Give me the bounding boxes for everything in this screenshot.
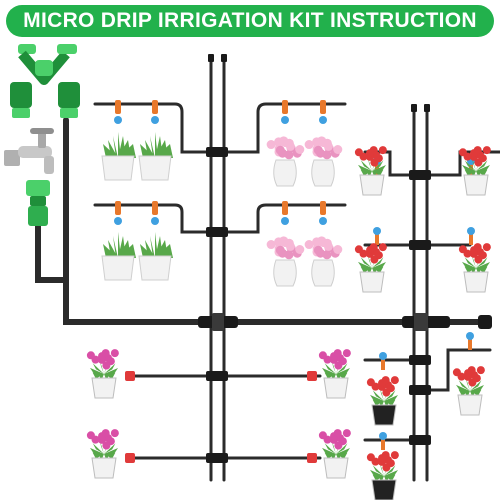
dripper-icon — [281, 100, 289, 124]
dripper-icon — [307, 371, 317, 381]
potted-flower-icon — [458, 243, 491, 293]
potted-succulent-icon — [138, 232, 173, 281]
potted-flower-icon — [86, 429, 119, 479]
y-splitter-valve-icon — [10, 44, 80, 118]
dripper-icon — [151, 201, 159, 225]
potted-succulent-icon — [101, 232, 136, 281]
dripper-icon — [281, 201, 289, 225]
dripper-icon — [151, 100, 159, 124]
dripper-icon — [319, 201, 327, 225]
potted-flower-icon — [452, 366, 485, 416]
supply-tube — [63, 117, 208, 325]
coupler-group — [198, 313, 492, 331]
left-feeder-tube — [35, 222, 69, 283]
tee-connector-icon — [206, 227, 228, 237]
riser-cap-icon — [208, 54, 214, 62]
dripper-group — [114, 100, 475, 463]
vase-hydrangea-icon — [266, 136, 305, 187]
branch-tube-c — [222, 102, 347, 154]
tubing-network — [35, 56, 500, 482]
coupler-left-collar — [212, 313, 224, 331]
tee-connector-icon — [206, 453, 228, 463]
dripper-icon — [114, 100, 122, 124]
potted-flower-icon — [366, 376, 399, 426]
tap-adapter-icon — [26, 180, 50, 226]
dripper-icon — [114, 201, 122, 225]
faucet-icon — [4, 128, 54, 174]
tee-connector-icon — [409, 355, 431, 365]
potted-flower-icon — [354, 243, 387, 293]
spray-nozzle-icon — [373, 227, 381, 245]
plant-group — [86, 132, 491, 500]
branch-tube-b — [93, 203, 213, 234]
dripper-icon — [319, 100, 327, 124]
tee-connector-icon — [409, 385, 431, 395]
dripper-icon — [125, 453, 135, 463]
vase-hydrangea-icon — [304, 136, 343, 187]
page-title: MICRO DRIP IRRIGATION KIT INSTRUCTION — [23, 9, 477, 32]
potted-flower-icon — [366, 451, 399, 500]
vase-hydrangea-icon — [266, 236, 305, 287]
coupler-right-collar — [414, 313, 428, 331]
potted-flower-icon — [86, 349, 119, 399]
potted-succulent-icon — [138, 132, 173, 181]
potted-succulent-icon — [101, 132, 136, 181]
dripper-icon — [307, 453, 317, 463]
vase-hydrangea-icon — [304, 236, 343, 287]
spray-nozzle-icon — [467, 227, 475, 245]
tee-connector-icon — [409, 435, 431, 445]
tee-connectors — [206, 54, 431, 463]
riser-cap-icon — [221, 54, 227, 62]
potted-flower-icon — [318, 349, 351, 399]
branch-tube-d — [222, 203, 347, 234]
tee-connector-icon — [206, 371, 228, 381]
branch-tube-a — [93, 102, 213, 154]
end-plug-icon — [478, 315, 492, 329]
dripper-icon — [125, 371, 135, 381]
tee-connector-icon — [206, 147, 228, 157]
potted-flower-icon — [458, 146, 491, 196]
tee-connector-icon — [409, 240, 431, 250]
potted-flower-icon — [354, 146, 387, 196]
riser-cap-icon — [411, 104, 417, 112]
tee-connector-icon — [409, 170, 431, 180]
spray-nozzle-icon — [379, 432, 387, 450]
spray-nozzle-icon — [466, 332, 474, 350]
riser-cap-icon — [424, 104, 430, 112]
spray-nozzle-icon — [379, 352, 387, 370]
title-banner: MICRO DRIP IRRIGATION KIT INSTRUCTION — [6, 5, 494, 37]
potted-flower-icon — [318, 429, 351, 479]
